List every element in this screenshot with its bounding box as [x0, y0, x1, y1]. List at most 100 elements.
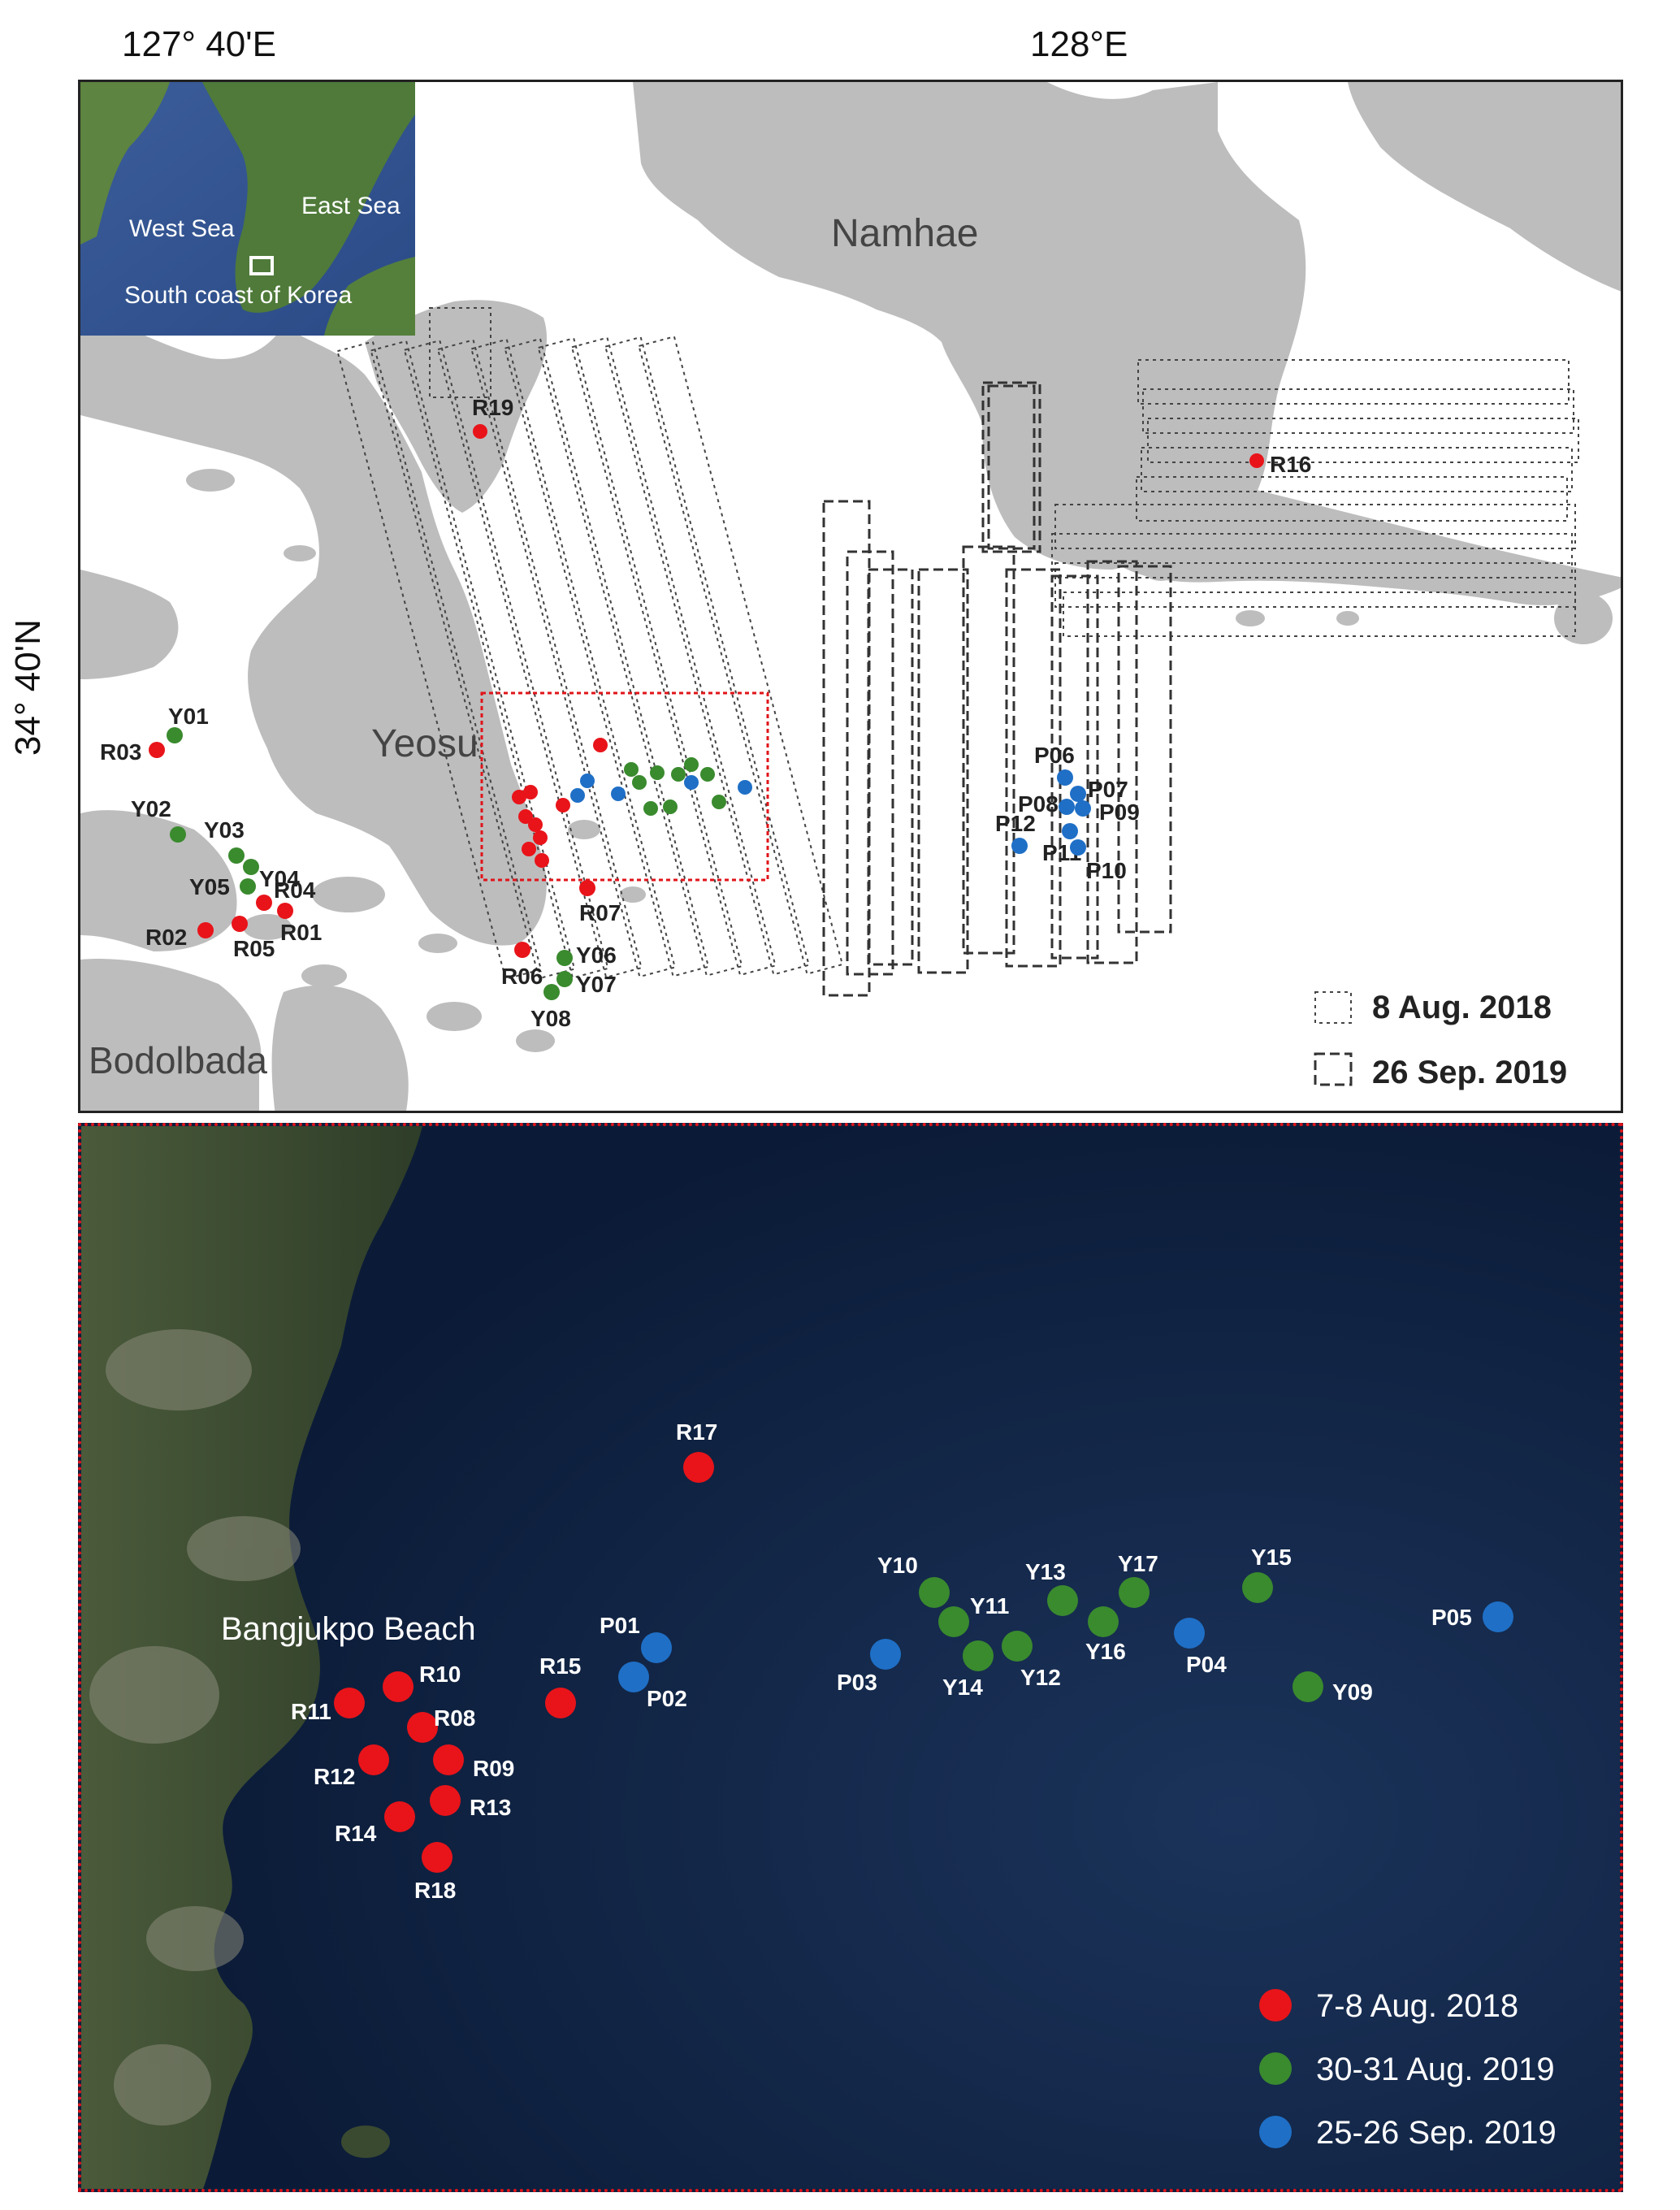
- sampling-point-y11: [938, 1606, 969, 1637]
- island: [989, 235, 1024, 254]
- sampling-point-y09: [1292, 1671, 1323, 1702]
- island: [312, 877, 385, 912]
- study-area-dot: [570, 788, 585, 803]
- study-area-dot: [593, 738, 608, 752]
- inset-label-south-coast: South coast of Korea: [124, 282, 352, 309]
- study-area-dot: [512, 790, 526, 804]
- sampling-label-r09: R09: [473, 1756, 514, 1781]
- island: [108, 851, 150, 873]
- study-area-box: [480, 691, 769, 882]
- legend-red-label: 7-8 Aug. 2018: [1316, 1988, 1518, 2024]
- study-area-dot: [684, 757, 699, 772]
- small-island: [341, 2126, 390, 2158]
- sampling-label-y01: Y01: [168, 704, 209, 729]
- sampling-label-r11: R11: [291, 1699, 331, 1724]
- study-area-dot: [671, 767, 686, 782]
- sampling-label-y14: Y14: [942, 1675, 983, 1700]
- inset-map: West Sea East Sea South coast of Korea: [80, 82, 415, 336]
- inset-label-east-sea: East Sea: [301, 193, 401, 219]
- sampling-label-r07: R07: [579, 900, 621, 925]
- sampling-point-p10: [1070, 839, 1086, 856]
- study-area-dot: [611, 786, 626, 801]
- sampling-point-p12: [1011, 838, 1028, 854]
- study-area-dot: [535, 853, 549, 868]
- inset-china-land: [80, 82, 170, 245]
- sampling-label-y08: Y08: [530, 1006, 571, 1031]
- sampling-point-y05: [240, 878, 256, 895]
- sampling-point-y04: [243, 859, 259, 875]
- sampling-point-p02: [618, 1662, 649, 1692]
- sampling-point-y15: [1242, 1572, 1273, 1603]
- island: [147, 878, 209, 911]
- sampling-point-r05: [232, 916, 248, 932]
- sampling-point-r12: [358, 1744, 389, 1775]
- sampling-point-p01: [641, 1632, 672, 1663]
- sampling-point-p07: [1070, 786, 1086, 802]
- sampling-point-r08: [407, 1712, 438, 1743]
- sampling-point-p06: [1057, 769, 1073, 786]
- sampling-point-p04: [1174, 1618, 1205, 1649]
- sampling-label-r14: R14: [335, 1821, 377, 1846]
- study-area-dot: [528, 817, 543, 832]
- sampling-point-y10: [919, 1577, 950, 1608]
- sampling-point-r15: [545, 1688, 576, 1718]
- study-area-dot: [624, 762, 639, 777]
- place-label-bodolbada: Bodolbada: [89, 1039, 267, 1081]
- island: [102, 370, 157, 396]
- island: [620, 886, 646, 903]
- sampling-label-p08: P08: [1018, 791, 1059, 817]
- sampling-label-y05: Y05: [189, 874, 230, 899]
- sampling-label-p09: P09: [1099, 800, 1140, 825]
- sampling-point-p03: [870, 1639, 901, 1670]
- sampling-label-r08: R08: [434, 1705, 475, 1731]
- sampling-point-y16: [1088, 1606, 1119, 1637]
- sampling-point-r07: [579, 880, 595, 896]
- sampling-point-r01: [277, 903, 293, 919]
- sampling-point-y12: [1002, 1631, 1033, 1662]
- overview-map-svg: West Sea East Sea South coast of Korea: [80, 82, 1621, 1111]
- legend-dotted-swatch: [1314, 991, 1352, 1024]
- sampling-label-r19: R19: [472, 395, 513, 420]
- sampling-point-r10: [383, 1671, 414, 1702]
- island: [418, 934, 457, 953]
- study-area-dot: [580, 774, 595, 788]
- sampling-label-r10: R10: [419, 1662, 461, 1687]
- sampling-label-y15: Y15: [1251, 1545, 1292, 1570]
- island: [568, 820, 600, 839]
- island: [301, 964, 347, 987]
- sampling-point-r13: [430, 1785, 461, 1816]
- study-area-dot: [518, 809, 533, 824]
- latitude-label: 34° 40'N: [8, 619, 48, 756]
- sampling-label-y07: Y07: [576, 972, 617, 997]
- sampling-label-p06: P06: [1034, 743, 1075, 768]
- island: [1336, 611, 1359, 626]
- island: [516, 1029, 555, 1052]
- sampling-point-p09: [1075, 800, 1091, 817]
- legend-dotted-label: 8 Aug. 2018: [1372, 990, 1552, 1025]
- place-label-bangjukpo-beach: Bangjukpo Beach: [221, 1611, 476, 1647]
- sampling-point-y01: [167, 727, 183, 743]
- sampling-point-y07: [556, 971, 573, 987]
- legend-dashed-label: 26 Sep. 2019: [1372, 1055, 1567, 1090]
- study-area-dot: [738, 780, 752, 795]
- sampling-point-p08: [1059, 799, 1075, 815]
- sampling-point-r02: [197, 922, 214, 938]
- place-label-yeosu: Yeosu: [371, 722, 478, 765]
- legend-red-marker: [1259, 1989, 1292, 2022]
- namhae-island: [633, 82, 1306, 570]
- sampling-point-r09: [433, 1744, 464, 1775]
- sampling-label-p05: P05: [1431, 1605, 1472, 1630]
- sampling-label-r16: R16: [1270, 452, 1311, 477]
- sampling-label-y03: Y03: [204, 817, 245, 843]
- sampling-label-y13: Y13: [1025, 1559, 1066, 1584]
- island: [426, 1002, 482, 1031]
- sampling-label-p04: P04: [1186, 1652, 1227, 1677]
- western-coast: [80, 570, 179, 679]
- study-area-dot: [533, 830, 548, 845]
- sampling-label-p07: P07: [1088, 777, 1128, 802]
- sampling-label-p10: P10: [1086, 858, 1127, 883]
- study-area-dot: [650, 765, 665, 780]
